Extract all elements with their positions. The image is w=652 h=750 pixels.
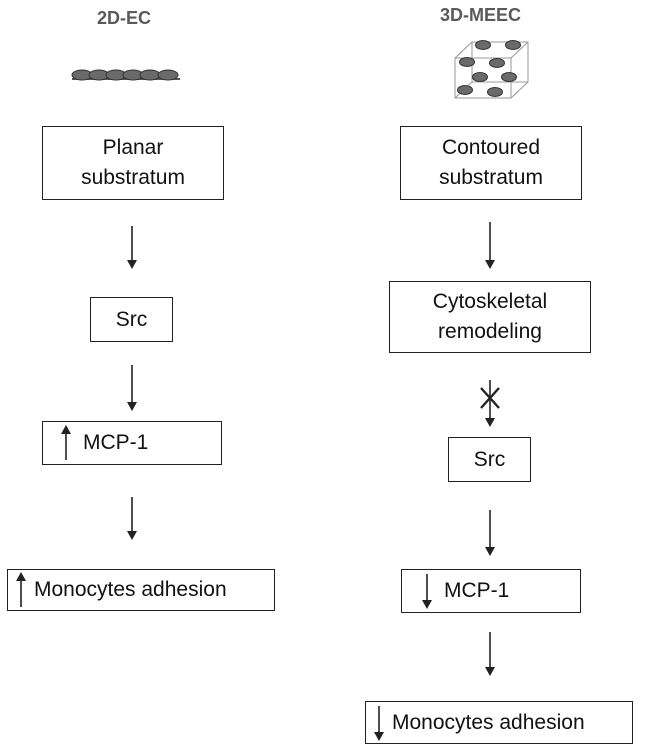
monocytes-adhesion-box-right: Monocytes adhesion (365, 701, 633, 744)
up-arrow-icon (61, 425, 71, 460)
src-box-left: Src (90, 297, 173, 342)
mcp1-box-left: MCP-1 (42, 421, 222, 465)
arrow-substratum-to-remodeling (485, 222, 495, 269)
src-label-right: Src (473, 447, 506, 471)
monolayer-cells-icon (71, 69, 180, 81)
contoured-substratum-label: Contoured substratum (439, 136, 543, 189)
monocytes-adhesion-box-left: Monocytes adhesion (7, 569, 275, 611)
arrow-src-to-mcp (127, 365, 137, 411)
planar-substratum-label: Planar substratum (81, 136, 185, 189)
left-column-title: 2D-EC (97, 8, 152, 28)
left-flow-arrows (127, 226, 137, 540)
down-arrow-icon (422, 574, 432, 609)
mcp1-label-right: MCP-1 (444, 579, 510, 602)
blocked-arrow-remodeling-to-src (480, 380, 500, 427)
arrow-src-to-mcp-right (485, 510, 495, 556)
cytoskeletal-remodeling-label: Cytoskeletal remodeling (432, 290, 548, 343)
monocytes-adhesion-label-left: Monocytes adhesion (34, 578, 227, 601)
cube-cells-icon (454, 40, 529, 99)
contoured-substratum-box: Contoured substratum (400, 126, 582, 200)
src-label-left: Src (115, 307, 148, 331)
arrow-mcp-to-adhesion-right (485, 632, 495, 676)
right-flow-arrows (480, 222, 500, 676)
right-column-title: 3D-MEEC (440, 5, 522, 25)
mcp1-box-right: MCP-1 (401, 569, 581, 613)
arrow-substratum-to-src (127, 226, 137, 269)
down-arrow-icon (374, 705, 384, 741)
arrow-mcp-to-adhesion (127, 497, 137, 540)
up-arrow-icon (16, 572, 26, 607)
planar-substratum-box: Planar substratum (42, 126, 224, 200)
mcp1-label-left: MCP-1 (83, 431, 149, 454)
cytoskeletal-remodeling-box: Cytoskeletal remodeling (389, 281, 591, 353)
src-box-right: Src (448, 437, 531, 482)
monocytes-adhesion-label-right: Monocytes adhesion (392, 710, 585, 734)
